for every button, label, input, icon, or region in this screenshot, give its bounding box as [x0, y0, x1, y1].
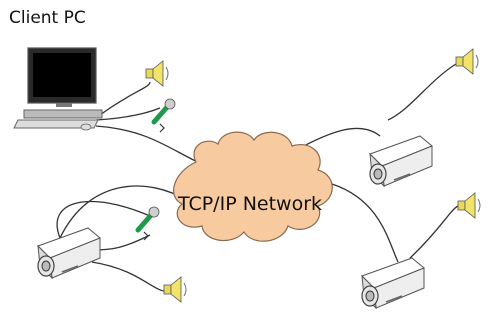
network-cloud: TCP/IP Network	[173, 131, 333, 242]
speaker-icon	[457, 192, 481, 219]
network-camera-icon	[37, 227, 101, 279]
network-camera-icon	[369, 135, 433, 187]
network-cables	[56, 63, 459, 293]
speaker-icon	[163, 276, 187, 303]
speaker-icon	[455, 48, 479, 75]
speaker-icon	[145, 60, 169, 87]
client-pc-label: Client PC	[9, 8, 86, 28]
network-camera-icon	[361, 257, 425, 309]
network-label: TCP/IP Network	[177, 193, 322, 215]
desktop-computer-icon	[13, 47, 103, 131]
microphone-icon	[154, 99, 175, 132]
